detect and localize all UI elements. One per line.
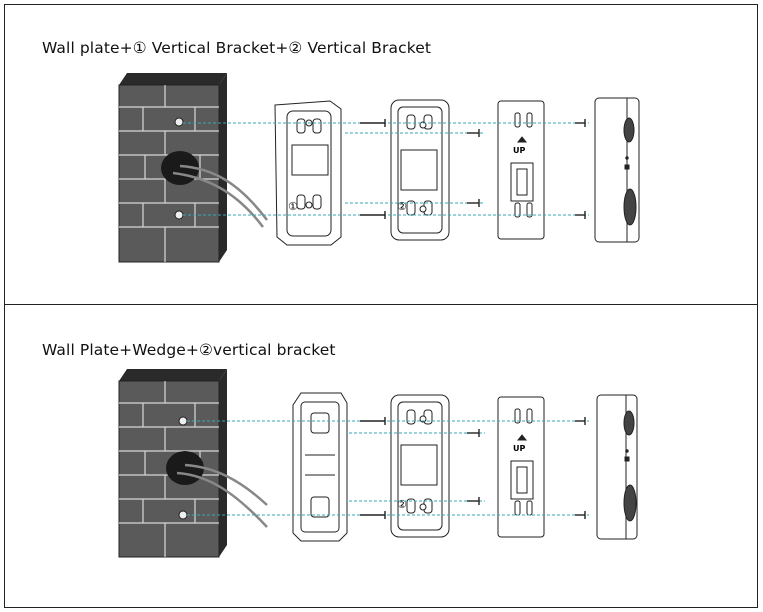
panel-title: Wall Plate+Wedge+②vertical bracket	[42, 341, 336, 359]
vertical-bracket-2-icon	[390, 99, 450, 241]
guide-lines	[183, 122, 589, 216]
bracket-mark-2: ②	[397, 200, 407, 213]
installation-diagram: ① ② UP	[118, 73, 640, 263]
doorbell-icon	[596, 394, 638, 540]
brick-wall-icon	[118, 369, 268, 558]
brick-wall-icon	[118, 73, 268, 263]
installation-diagram: ② UP	[118, 369, 638, 558]
bracket-mark-2: ②	[397, 498, 407, 511]
installation-panel-1: Wall plate+① Vertical Bracket+② Vertical…	[4, 4, 758, 305]
wedge-icon	[292, 392, 348, 542]
wall-plate-icon	[497, 100, 545, 240]
screw-icon	[360, 119, 586, 219]
up-label: UP	[513, 444, 525, 453]
wall-plate-icon	[497, 396, 545, 538]
guide-lines	[187, 420, 589, 516]
vertical-bracket-2-icon	[390, 394, 450, 538]
installation-panel-2: Wall Plate+Wedge+②vertical bracket	[4, 304, 758, 608]
bracket-mark-1: ①	[288, 200, 298, 213]
screw-icon	[360, 417, 586, 519]
doorbell-icon	[594, 97, 640, 243]
vertical-bracket-1-icon	[274, 100, 342, 246]
up-label: UP	[513, 146, 525, 155]
panel-title: Wall plate+① Vertical Bracket+② Vertical…	[42, 39, 432, 57]
